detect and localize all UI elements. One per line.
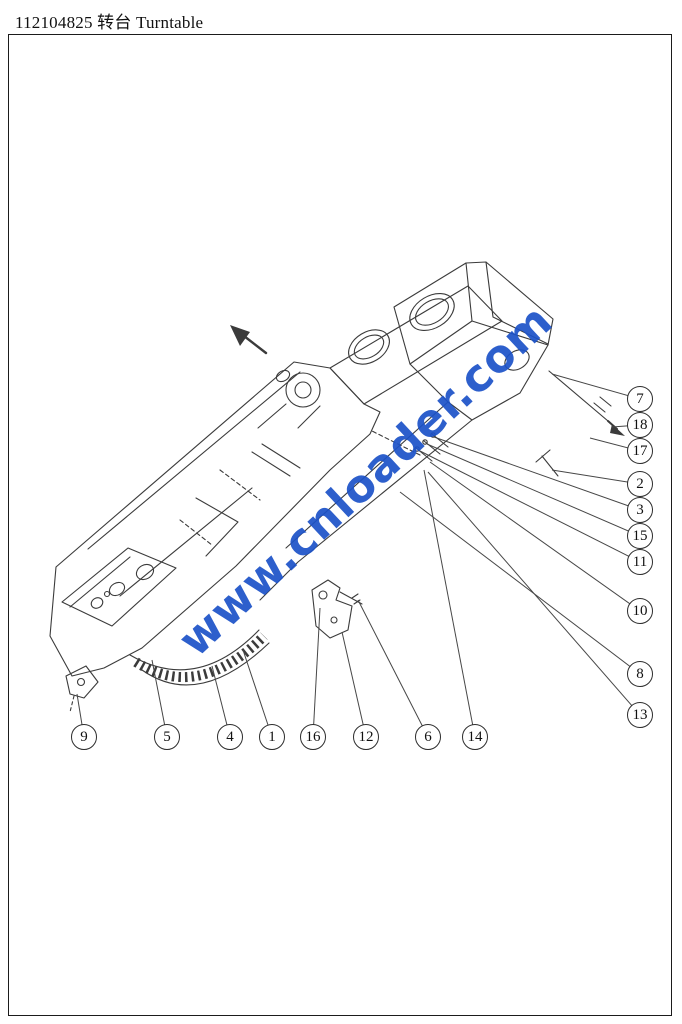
page-title: 112104825 转台 Turntable	[15, 12, 204, 32]
line-art	[49, 261, 625, 713]
callout-1: 1	[259, 724, 285, 750]
callout-10: 10	[627, 598, 653, 624]
callout-7: 7	[627, 386, 653, 412]
callout-13: 13	[627, 702, 653, 728]
callout-11: 11	[627, 549, 653, 575]
callout-6: 6	[415, 724, 441, 750]
callout-17: 17	[627, 438, 653, 464]
callout-15: 15	[627, 523, 653, 549]
callout-9: 9	[71, 724, 97, 750]
callout-18: 18	[627, 412, 653, 438]
callout-3: 3	[627, 497, 653, 523]
callout-14: 14	[462, 724, 488, 750]
callout-5: 5	[154, 724, 180, 750]
callout-16: 16	[300, 724, 326, 750]
callout-12: 12	[353, 724, 379, 750]
callout-4: 4	[217, 724, 243, 750]
callout-8: 8	[627, 661, 653, 687]
page-header: 112104825 转台 Turntable	[8, 6, 672, 35]
callout-2: 2	[627, 471, 653, 497]
leader-lines	[76, 373, 641, 738]
